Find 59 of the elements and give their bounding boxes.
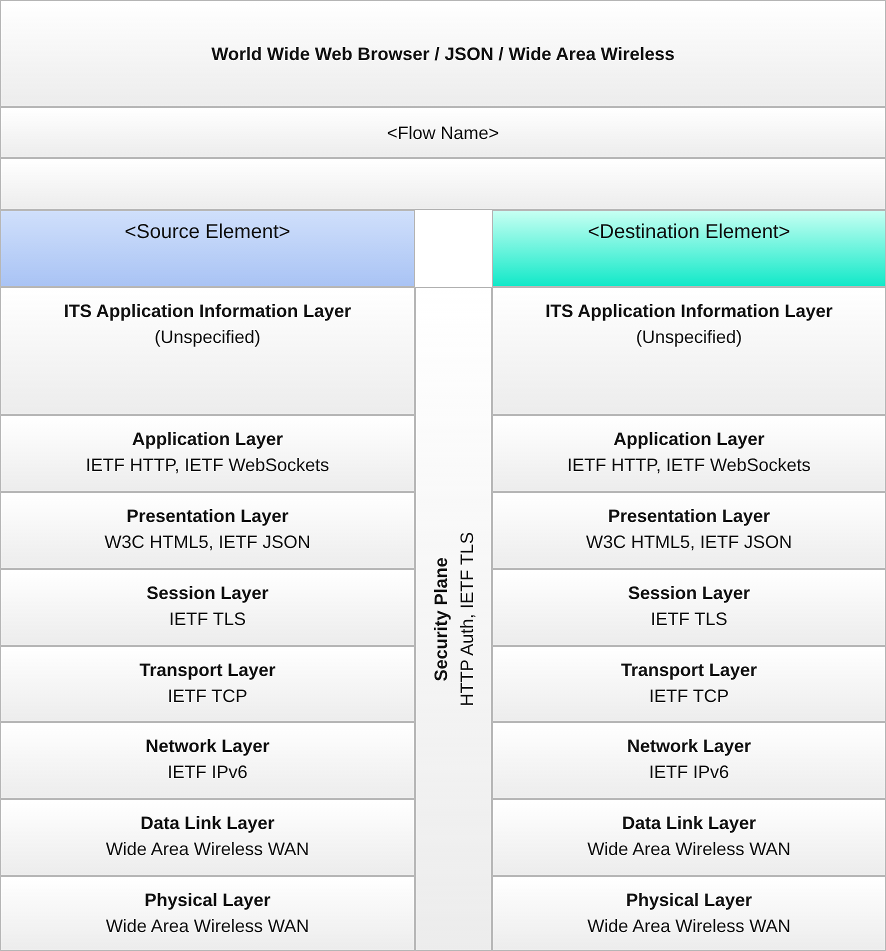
protocol-text: IETF TLS: [650, 608, 728, 631]
layer-name: Application Layer: [613, 428, 765, 451]
layer-name: Session Layer: [146, 582, 269, 605]
layer-name: Session Layer: [628, 582, 750, 605]
layer-name: Presentation Layer: [608, 505, 770, 528]
layer-name: Physical Layer: [626, 889, 752, 912]
protocol-text: HTTP Auth, IETF TLS: [456, 532, 478, 706]
layer-box: [0, 492, 415, 569]
layer-box: [0, 876, 415, 951]
flow-name: <Flow Name>: [386, 122, 500, 144]
layer-name: Data Link Layer: [622, 812, 756, 835]
layer-box: [492, 646, 886, 722]
layer-box: [0, 415, 415, 492]
layer-box: [492, 876, 886, 951]
layer-name: Presentation Layer: [126, 505, 289, 528]
layer-box: [0, 799, 415, 876]
layer-name: Application Layer: [132, 428, 284, 451]
layer-box: [492, 415, 886, 492]
layer-name: Network Layer: [145, 735, 270, 758]
layer-name: ITS Application Information Layer: [545, 300, 833, 323]
layer-name: Security Plane: [430, 556, 452, 682]
protocol-text: (Unspecified): [636, 326, 742, 349]
layer-box: [0, 569, 415, 646]
protocol-text: Wide Area Wireless WAN: [587, 915, 791, 938]
protocol-text: IETF TCP: [168, 685, 248, 708]
layer-box: [492, 287, 886, 415]
protocol-text: IETF HTTP, IETF WebSockets: [567, 454, 811, 477]
layer-box: [492, 492, 886, 569]
protocol-text: W3C HTML5, IETF JSON: [104, 531, 310, 554]
layer-name: Network Layer: [626, 735, 752, 758]
security-plane-column: [415, 287, 492, 951]
layer-name: ITS Application Information Layer: [64, 300, 352, 323]
protocol-text: Wide Area Wireless WAN: [106, 838, 310, 861]
layer-name: Physical Layer: [144, 889, 271, 912]
element-name: <Source Element>: [124, 220, 290, 245]
protocol-text: (Unspecified): [154, 326, 261, 349]
protocol-text: IETF TCP: [649, 685, 729, 708]
destination-element-header: [492, 210, 886, 287]
element-name: <Destination Element>: [588, 220, 790, 245]
layer-name: Transport Layer: [620, 659, 758, 682]
layer-name: Transport Layer: [139, 659, 276, 682]
empty-band: [0, 158, 886, 210]
band: [0, 107, 886, 158]
title: World Wide Web Browser / JSON / Wide Area Wireless: [211, 42, 675, 66]
layer-box: [492, 569, 886, 646]
layer-box: [492, 799, 886, 876]
layer-box: [0, 287, 415, 415]
protocol-text: IETF IPv6: [167, 761, 248, 784]
layer-box: [0, 722, 415, 799]
protocol-text: IETF TLS: [169, 608, 246, 631]
source-element-header: [0, 210, 415, 287]
layer-name: Data Link Layer: [140, 812, 275, 835]
layer-box: [0, 646, 415, 722]
layer-box: [492, 722, 886, 799]
protocol-text: W3C HTML5, IETF JSON: [586, 531, 792, 554]
protocol-text: Wide Area Wireless WAN: [587, 838, 791, 861]
protocol-text: IETF HTTP, IETF WebSockets: [86, 454, 330, 477]
protocol-text: Wide Area Wireless WAN: [106, 915, 310, 938]
protocol-text: IETF IPv6: [648, 761, 729, 784]
